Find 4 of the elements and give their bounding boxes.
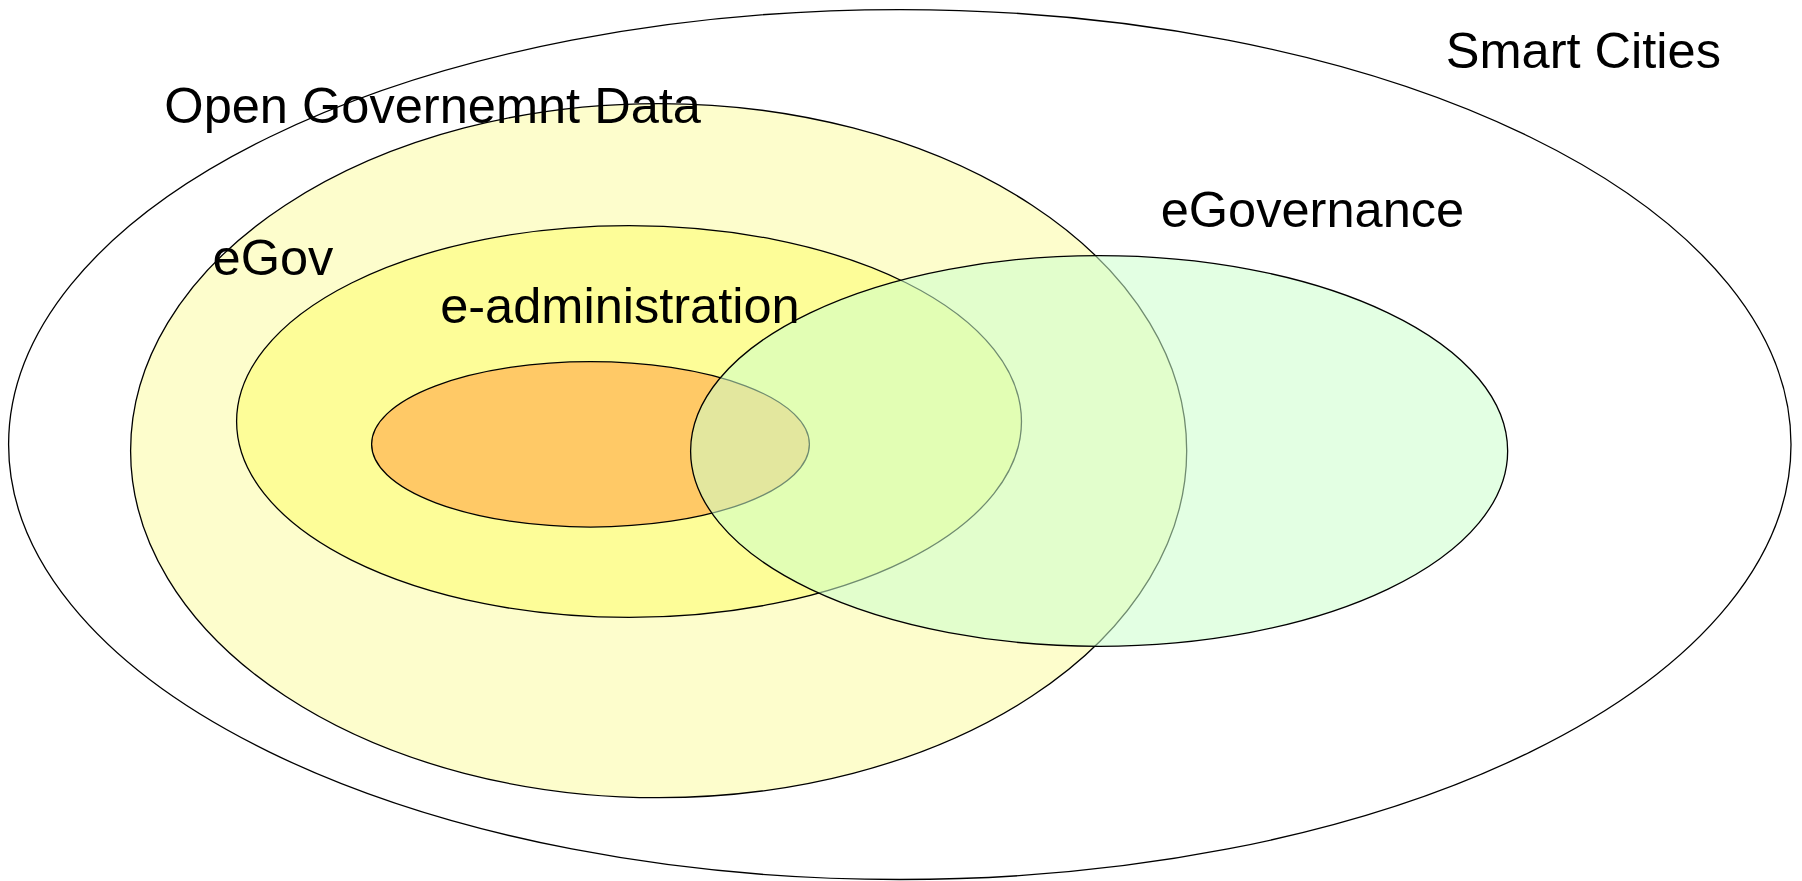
set-label: Smart Cities [1445,22,1721,79]
set-label: eGov [212,229,334,286]
set-label: eGovernance [1160,181,1465,238]
set-label: e-administration [440,278,800,334]
